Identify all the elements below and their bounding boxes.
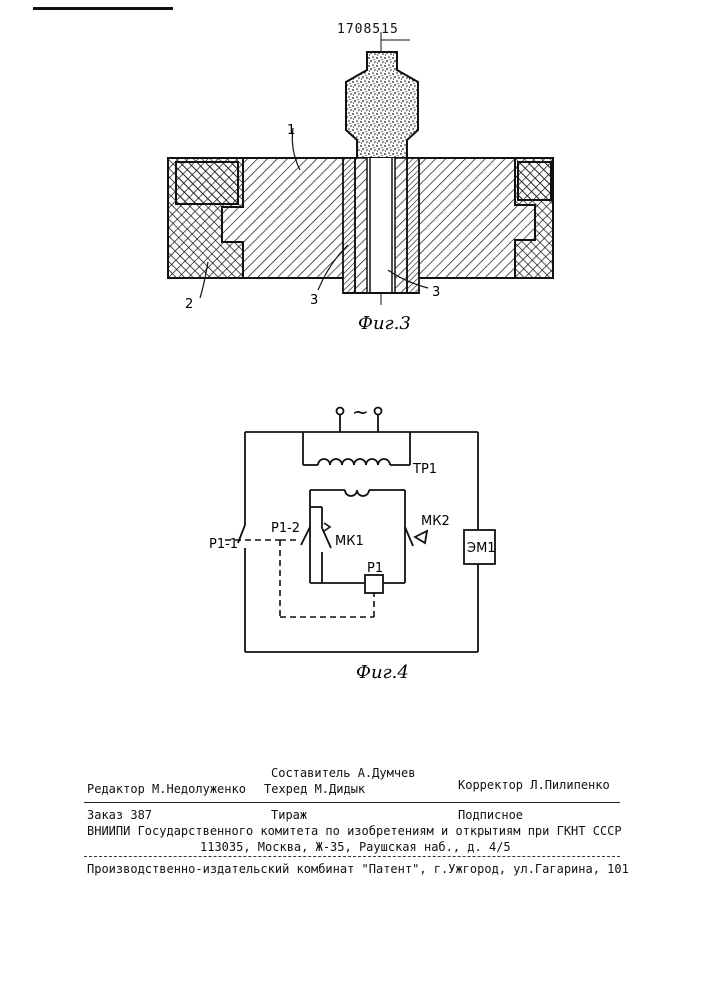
corrector: Корректор Л.Пилипенко — [458, 778, 610, 792]
label-switch-mk1: МК1 — [335, 534, 364, 549]
imprint-rule-2 — [84, 856, 620, 858]
techred: Техред М.Дидык — [264, 782, 365, 796]
holder-right-insert — [518, 162, 551, 200]
label-relay-p1: Р1 — [367, 561, 383, 576]
subscription: Подписное — [458, 808, 523, 822]
fig3-caption: Фиг.3 — [358, 313, 411, 334]
publisher: Производственно-издательский комбинат "П… — [87, 862, 629, 876]
relay-linkage — [225, 540, 374, 617]
bushing-right — [407, 158, 419, 293]
fig3-drawing: 1 2 3 3 Фиг.3 — [168, 32, 553, 334]
supply-symbol: ~ — [352, 400, 369, 424]
terminal-left — [337, 408, 344, 415]
terminal-right — [375, 408, 382, 415]
label-contact-p1-2: Р1-2 — [271, 521, 300, 536]
fig4-caption: Фиг.4 — [356, 662, 409, 683]
label-part-3-right: 3 — [432, 285, 440, 300]
imprint-rule-1 — [84, 802, 620, 803]
address: 113035, Москва, Ж-35, Раушская наб., д. … — [200, 840, 511, 854]
label-contact-p1-1: Р1-1 — [209, 537, 238, 552]
label-part-3-left: 3 — [310, 293, 318, 308]
institute: ВНИИПИ Государственного комитета по изоб… — [87, 824, 622, 838]
label-part-2: 2 — [185, 297, 193, 312]
editor: Редактор М.Недолуженко — [87, 782, 246, 796]
circulation: Тираж — [271, 808, 307, 822]
transformer-primary-coil — [318, 459, 390, 465]
relay-p1-box — [365, 575, 383, 593]
holder-left-insert — [176, 162, 238, 204]
guide-right — [395, 158, 407, 293]
compiler: Составитель А.Думчев — [271, 766, 416, 780]
bushing-left — [343, 158, 355, 293]
abrasive-tool — [346, 52, 418, 158]
contact-p1-2 — [301, 527, 310, 545]
switch-mk1 — [322, 528, 331, 548]
label-magnet-em1: ЭМ1 — [467, 541, 496, 556]
switch-mk2 — [415, 531, 427, 543]
label-part-1: 1 — [287, 123, 295, 138]
order: Заказ 387 — [87, 808, 152, 822]
guide-left — [355, 158, 367, 293]
label-switch-mk2: МК2 — [421, 514, 450, 529]
label-transformer: ТР1 — [412, 462, 437, 477]
transformer-secondary-coil — [345, 490, 369, 496]
